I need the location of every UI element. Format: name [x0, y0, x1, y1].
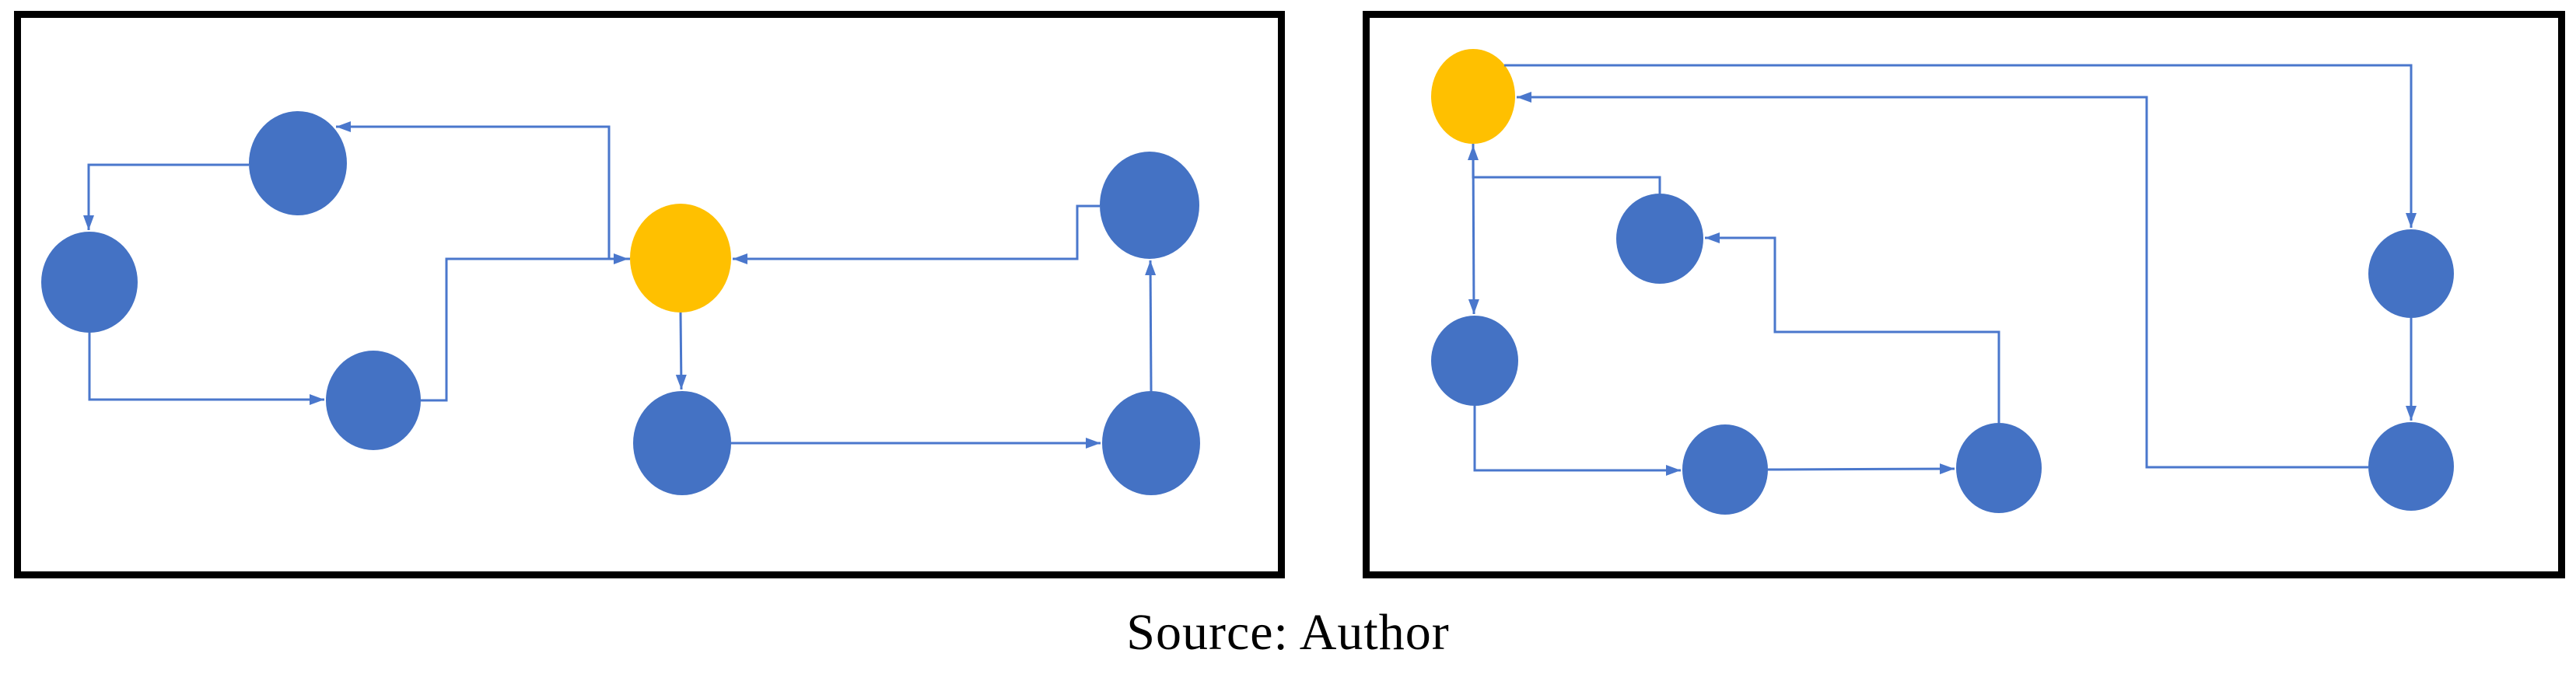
peer-node-L6 — [1100, 152, 1199, 259]
source-caption: Source: Author — [1126, 604, 1450, 661]
edge-L7-to-L6 — [1145, 260, 1157, 392]
edge-R7-to-R1 — [1517, 92, 2368, 469]
peer-node-L7 — [1102, 391, 1200, 495]
edge-R3-to-R4 — [1473, 406, 1681, 476]
peer-node-R4 — [1682, 424, 1768, 515]
peer-node-R6 — [2368, 229, 2454, 318]
edge-L2-to-L3 — [88, 333, 324, 405]
edge-R1-to-R6 — [1504, 64, 2417, 228]
edge-L3-to-L4 — [421, 253, 628, 402]
right-network-frame — [1363, 11, 2565, 578]
peer-node-L5 — [633, 391, 731, 495]
edge-R5-to-R2 — [1705, 232, 2000, 423]
edge-L4-to-L1 — [336, 121, 630, 260]
peer-node-R2 — [1616, 194, 1703, 284]
edge-R2-to-R1 — [1468, 145, 1661, 194]
hub-node-L4 — [630, 204, 731, 313]
peer-node-R7 — [2368, 422, 2454, 511]
peer-node-R5 — [1956, 423, 2042, 513]
peer-node-L1 — [249, 111, 347, 215]
edge-L6-to-L4 — [733, 204, 1100, 264]
peer-node-L2 — [41, 232, 138, 333]
hub-node-R1 — [1431, 49, 1515, 144]
edge-R4-to-R5 — [1767, 463, 1955, 475]
edge-L1-to-L2 — [83, 163, 249, 230]
left-network-frame — [14, 11, 1285, 578]
peer-node-L3 — [326, 351, 421, 450]
peer-node-R3 — [1431, 316, 1518, 406]
